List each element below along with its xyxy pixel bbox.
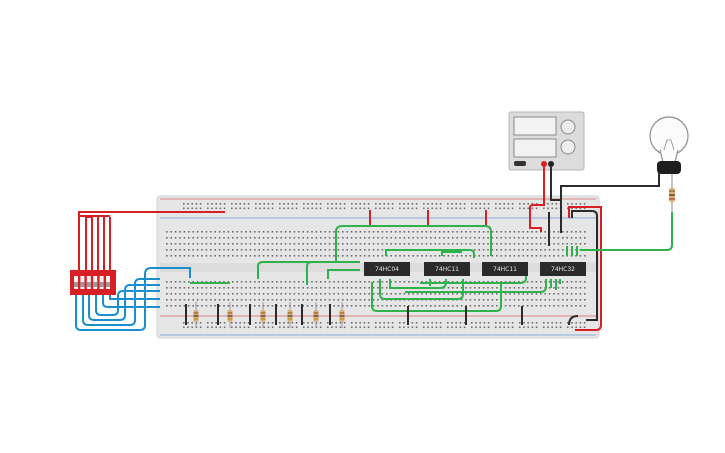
- pull-down-resistors: [193, 302, 345, 328]
- resistor-icon[interactable]: [193, 302, 199, 328]
- power-supply[interactable]: [508, 111, 585, 171]
- resistor-icon[interactable]: [227, 302, 233, 328]
- chip-gnd-wires: [185, 304, 523, 325]
- ic-chip-3[interactable]: 74HC11: [482, 262, 528, 276]
- ic-chip-1[interactable]: 74HC04: [364, 262, 410, 276]
- resistor-icon[interactable]: [669, 174, 675, 212]
- dip-switch-keys: [74, 276, 110, 289]
- ic-chip-2[interactable]: 74HC11: [424, 262, 470, 276]
- chip-label-4: 74HC32: [551, 266, 575, 273]
- chip-label-3: 74HC11: [493, 266, 517, 273]
- chip-label-1: 74HC04: [375, 266, 399, 273]
- resistor-icon[interactable]: [339, 302, 345, 328]
- resistor-icon[interactable]: [313, 302, 319, 328]
- dip-switch[interactable]: [70, 270, 116, 295]
- logic-wires: [190, 225, 578, 312]
- light-bulb[interactable]: [649, 116, 689, 174]
- chip-label-2: 74HC11: [435, 266, 459, 273]
- chip-vcc-wires: [369, 210, 487, 227]
- ic-chip-4[interactable]: 74HC32: [540, 262, 586, 276]
- dip-red-wires: [78, 211, 225, 270]
- resistor-icon[interactable]: [260, 302, 266, 328]
- resistor-icon[interactable]: [287, 302, 293, 328]
- power-wires: [529, 167, 673, 331]
- dip-blue-wires: [75, 267, 191, 331]
